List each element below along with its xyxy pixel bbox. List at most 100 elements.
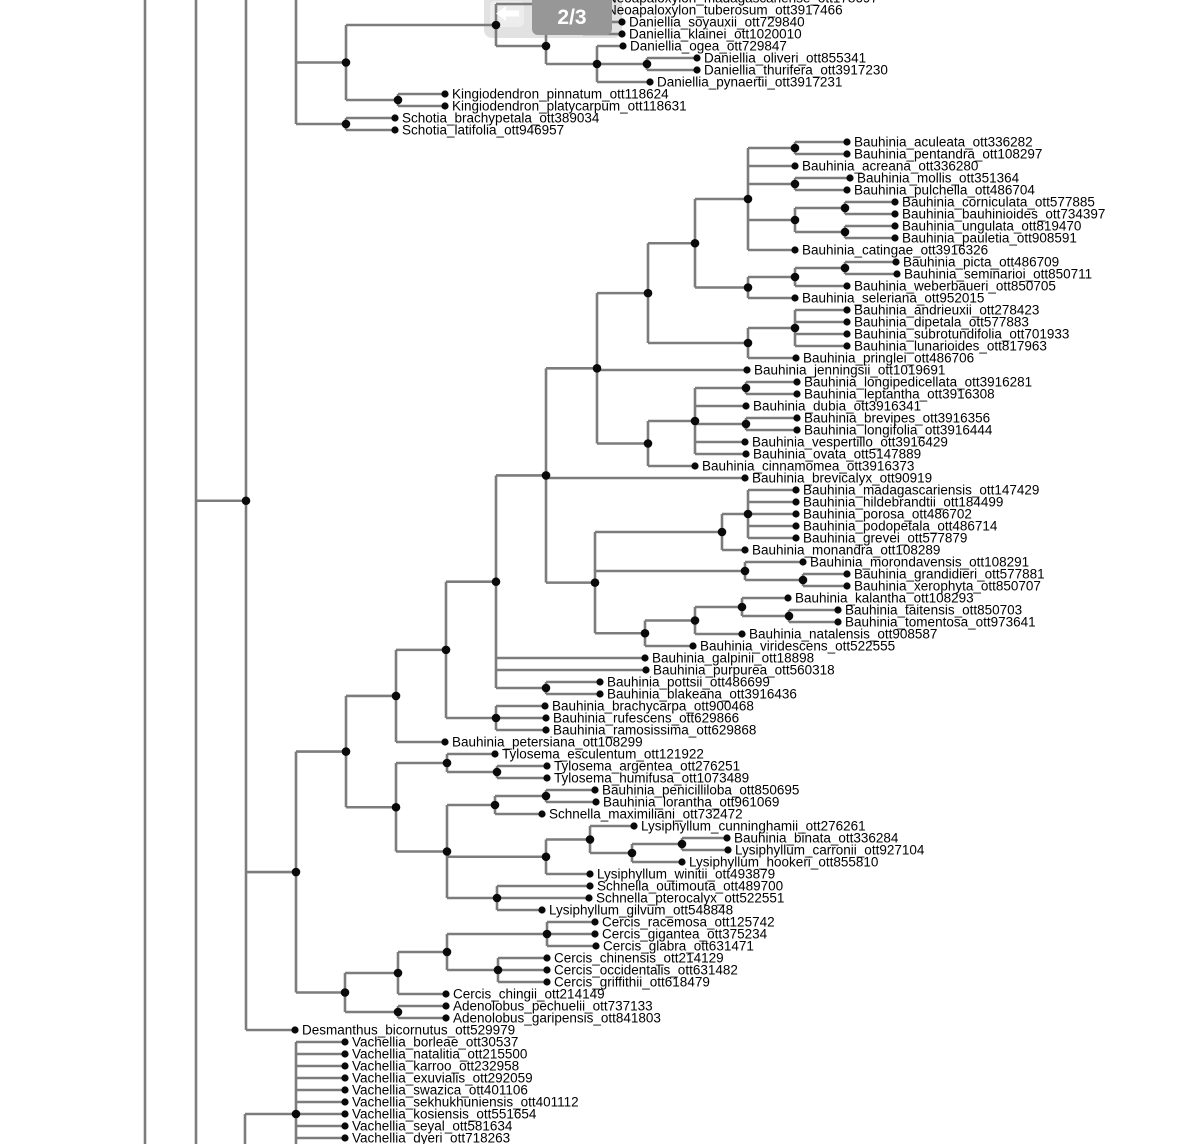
- leaf-label[interactable]: Bauhinia_cinnamomea_ott3916373: [702, 459, 914, 474]
- internal-node-dot[interactable]: [341, 119, 351, 129]
- leaf-label[interactable]: Adenolobus_pechuelii_ott737133: [453, 999, 653, 1014]
- leaf-label[interactable]: Bauhinia_ovata_ott5147889: [753, 447, 921, 462]
- internal-node-dot[interactable]: [690, 416, 700, 426]
- leaf-node-dot[interactable]: [843, 342, 851, 350]
- leaf-node-dot[interactable]: [891, 222, 899, 230]
- leaf-label[interactable]: Cercis_glabra_ott631471: [603, 939, 754, 954]
- leaf-label[interactable]: Vachellia_kosiensis_ott551654: [352, 1107, 537, 1122]
- leaf-node-dot[interactable]: [341, 1050, 349, 1058]
- leaf-label[interactable]: Tylosema_humifusa_ott1073489: [554, 771, 749, 786]
- leaf-label[interactable]: Bauhinia_mollis_ott351364: [857, 171, 1020, 186]
- internal-node-dot[interactable]: [840, 203, 850, 213]
- leaf-node-dot[interactable]: [543, 774, 551, 782]
- leaf-node-dot[interactable]: [843, 138, 851, 146]
- leaf-label[interactable]: Bauhinia_brevipes_ott3916356: [804, 411, 990, 426]
- leaf-node-dot[interactable]: [678, 858, 686, 866]
- leaf-label[interactable]: Daniellia_soyauxii_ott729840: [629, 15, 805, 30]
- leaf-node-dot[interactable]: [591, 786, 599, 794]
- leaf-node-dot[interactable]: [691, 462, 699, 470]
- leaf-label[interactable]: Vachellia_seyal_ott581634: [352, 1119, 513, 1134]
- internal-node-dot[interactable]: [740, 566, 750, 576]
- leaf-node-dot[interactable]: [592, 798, 600, 806]
- leaf-node-dot[interactable]: [442, 1014, 450, 1022]
- internal-node-dot[interactable]: [493, 965, 503, 975]
- leaf-node-dot[interactable]: [792, 486, 800, 494]
- internal-node-dot[interactable]: [241, 496, 251, 506]
- leaf-label[interactable]: Bauhinia_porosa_ott486702: [803, 507, 972, 522]
- internal-node-dot[interactable]: [790, 143, 800, 153]
- leaf-node-dot[interactable]: [442, 1002, 450, 1010]
- leaf-label[interactable]: Bauhinia_subrotundifolia_ott701933: [854, 327, 1069, 342]
- internal-node-dot[interactable]: [341, 58, 351, 67]
- leaf-node-dot[interactable]: [341, 1062, 349, 1070]
- leaf-node-dot[interactable]: [693, 66, 701, 74]
- leaf-node-dot[interactable]: [792, 534, 800, 542]
- leaf-node-dot[interactable]: [791, 294, 799, 302]
- leaf-label[interactable]: Bauhinia_natalensis_ott908587: [749, 627, 937, 642]
- internal-node-dot[interactable]: [490, 800, 500, 810]
- leaf-node-dot[interactable]: [843, 186, 851, 194]
- leaf-label[interactable]: Bauhinia_petersiana_ott108299: [452, 735, 643, 750]
- leaf-label[interactable]: Kingiodendron_pinnatum_ott118624: [452, 87, 669, 102]
- internal-node-dot[interactable]: [643, 288, 653, 298]
- leaf-node-dot[interactable]: [596, 678, 604, 686]
- leaf-label[interactable]: Bauhinia_purpurea_ott560318: [653, 663, 835, 678]
- internal-node-dot[interactable]: [840, 263, 850, 273]
- leaf-node-dot[interactable]: [846, 174, 854, 182]
- leaf-node-dot[interactable]: [742, 450, 750, 458]
- internal-node-dot[interactable]: [592, 59, 602, 69]
- internal-node-dot[interactable]: [491, 577, 501, 587]
- internal-node-dot[interactable]: [784, 611, 794, 621]
- leaf-node-dot[interactable]: [341, 1038, 349, 1046]
- leaf-node-dot[interactable]: [891, 198, 899, 206]
- internal-node-dot[interactable]: [442, 847, 452, 856]
- leaf-node-dot[interactable]: [792, 354, 800, 362]
- leaf-label[interactable]: Vachellia_sekhukhuniensis_ott401112: [352, 1095, 579, 1110]
- leaf-label[interactable]: Tylosema_esculentum_ott121922: [502, 747, 704, 762]
- internal-node-dot[interactable]: [627, 848, 637, 858]
- leaf-label[interactable]: Bauhinia_madagascariensis_ott147429: [803, 483, 1039, 498]
- leaf-node-dot[interactable]: [843, 306, 851, 314]
- internal-node-dot[interactable]: [542, 929, 552, 939]
- leaf-label[interactable]: Bauhinia_vespertillo_ott3916429: [752, 435, 948, 450]
- leaf-node-dot[interactable]: [341, 1110, 349, 1118]
- internal-node-dot[interactable]: [393, 968, 403, 978]
- internal-node-dot[interactable]: [442, 758, 452, 768]
- leaf-label[interactable]: Bauhinia_bauhinioides_ott734397: [902, 207, 1105, 222]
- leaf-label[interactable]: Cercis_griffithii_ott618479: [554, 975, 710, 990]
- internal-node-dot[interactable]: [592, 364, 602, 373]
- internal-node-dot[interactable]: [442, 947, 452, 957]
- leaf-node-dot[interactable]: [791, 246, 799, 254]
- leaf-label[interactable]: Bauhinia_brevicalyx_ott90919: [752, 471, 932, 486]
- leaf-label[interactable]: Bauhinia_viridescens_ott522555: [700, 639, 895, 654]
- leaf-label[interactable]: Bauhinia_acreana_ott336280: [802, 159, 978, 174]
- leaf-label[interactable]: Bauhinia_lorantha_ott961069: [603, 795, 779, 810]
- leaf-label[interactable]: Bauhinia_corniculata_ott577885: [902, 195, 1095, 210]
- leaf-label[interactable]: Bauhinia_seminarioi_ott850711: [904, 267, 1092, 282]
- leaf-label[interactable]: Bauhinia_penicilliloba_ott850695: [602, 783, 799, 798]
- leaf-label[interactable]: Bauhinia_blakeana_ott3916436: [607, 687, 797, 702]
- leaf-node-dot[interactable]: [843, 318, 851, 326]
- internal-node-dot[interactable]: [391, 691, 401, 701]
- leaf-node-dot[interactable]: [799, 558, 807, 566]
- leaf-label[interactable]: Schnella_outimouta_ott489700: [597, 879, 783, 894]
- internal-node-dot[interactable]: [642, 59, 652, 69]
- leaf-node-dot[interactable]: [738, 630, 746, 638]
- leaf-label[interactable]: Lysiphyllum_cunninghamii_ott276261: [641, 819, 866, 834]
- leaf-label[interactable]: Bauhinia_taitensis_ott850703: [845, 603, 1022, 618]
- leaf-node-dot[interactable]: [723, 834, 731, 842]
- internal-node-dot[interactable]: [541, 852, 551, 862]
- leaf-label[interactable]: Bauhinia_grandidieri_ott577881: [854, 567, 1045, 582]
- leaf-node-dot[interactable]: [693, 54, 701, 62]
- leaf-label[interactable]: Neoapaloxylon_tuberosum_ott3917466: [607, 3, 843, 18]
- leaf-node-dot[interactable]: [591, 930, 599, 938]
- leaf-node-dot[interactable]: [391, 126, 399, 134]
- leaf-label[interactable]: Bauhinia_pentandra_ott108297: [854, 147, 1042, 162]
- leaf-node-dot[interactable]: [585, 894, 593, 902]
- leaf-node-dot[interactable]: [743, 366, 751, 374]
- leaf-node-dot[interactable]: [741, 438, 749, 446]
- leaf-node-dot[interactable]: [741, 474, 749, 482]
- leaf-node-dot[interactable]: [791, 162, 799, 170]
- leaf-node-dot[interactable]: [741, 546, 749, 554]
- leaf-label[interactable]: Lysiphyllum_carronii_ott927104: [735, 843, 925, 858]
